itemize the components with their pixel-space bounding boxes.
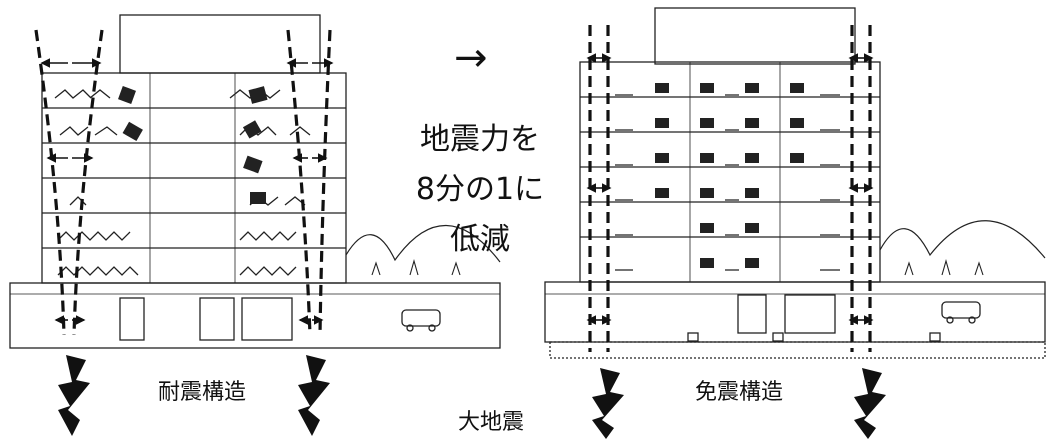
seismic-resistant-building: [9, 14, 501, 349]
isolation-lines-right: [588, 25, 872, 352]
right-caption: 免震構造: [695, 380, 784, 405]
center-text-line-3: 低減: [450, 222, 510, 257]
displacement-arrows-left: [40, 58, 334, 325]
lightning-icon: [298, 355, 330, 436]
transition-arrow: →: [454, 35, 488, 81]
lightning-icon: [854, 368, 886, 439]
center-text-line-1: 地震力を: [420, 122, 540, 157]
lightning-icon: [58, 355, 90, 436]
displacement-arrows-right: [586, 53, 874, 325]
deformation-lines-left: [34, 29, 332, 336]
bottom-caption: 大地震: [458, 410, 525, 435]
lightning-icon: [592, 368, 624, 439]
base-isolated-building: [544, 7, 1046, 359]
left-caption: 耐震構造: [158, 380, 247, 405]
center-text-line-2: 8分の1に: [415, 172, 545, 207]
